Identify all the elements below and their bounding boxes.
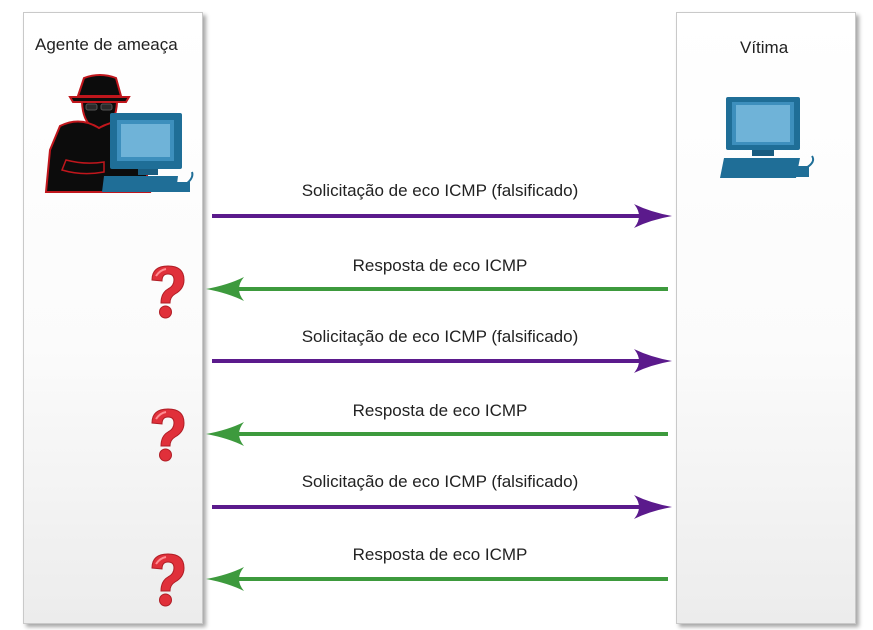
question-mark-icon bbox=[151, 408, 185, 462]
reply-arrow bbox=[206, 277, 668, 301]
message-label: Solicitação de eco ICMP (falsificado) bbox=[301, 472, 579, 491]
request-arrow bbox=[212, 349, 672, 373]
question-mark-icon bbox=[151, 265, 185, 319]
request-arrow bbox=[212, 495, 672, 519]
reply-arrow bbox=[206, 422, 668, 446]
request-arrow bbox=[212, 204, 672, 228]
question-mark-icon bbox=[151, 553, 185, 607]
message-label: Resposta de eco ICMP bbox=[352, 545, 528, 564]
threat-actor-label: Agente de ameaça bbox=[35, 35, 178, 54]
message-label: Resposta de eco ICMP bbox=[352, 256, 528, 275]
reply-arrow bbox=[206, 567, 668, 591]
message-label: Solicitação de eco ICMP (falsificado) bbox=[301, 181, 579, 200]
message-label: Solicitação de eco ICMP (falsificado) bbox=[301, 327, 579, 346]
victim-label: Vítima bbox=[740, 38, 789, 57]
message-label: Resposta de eco ICMP bbox=[352, 401, 528, 420]
